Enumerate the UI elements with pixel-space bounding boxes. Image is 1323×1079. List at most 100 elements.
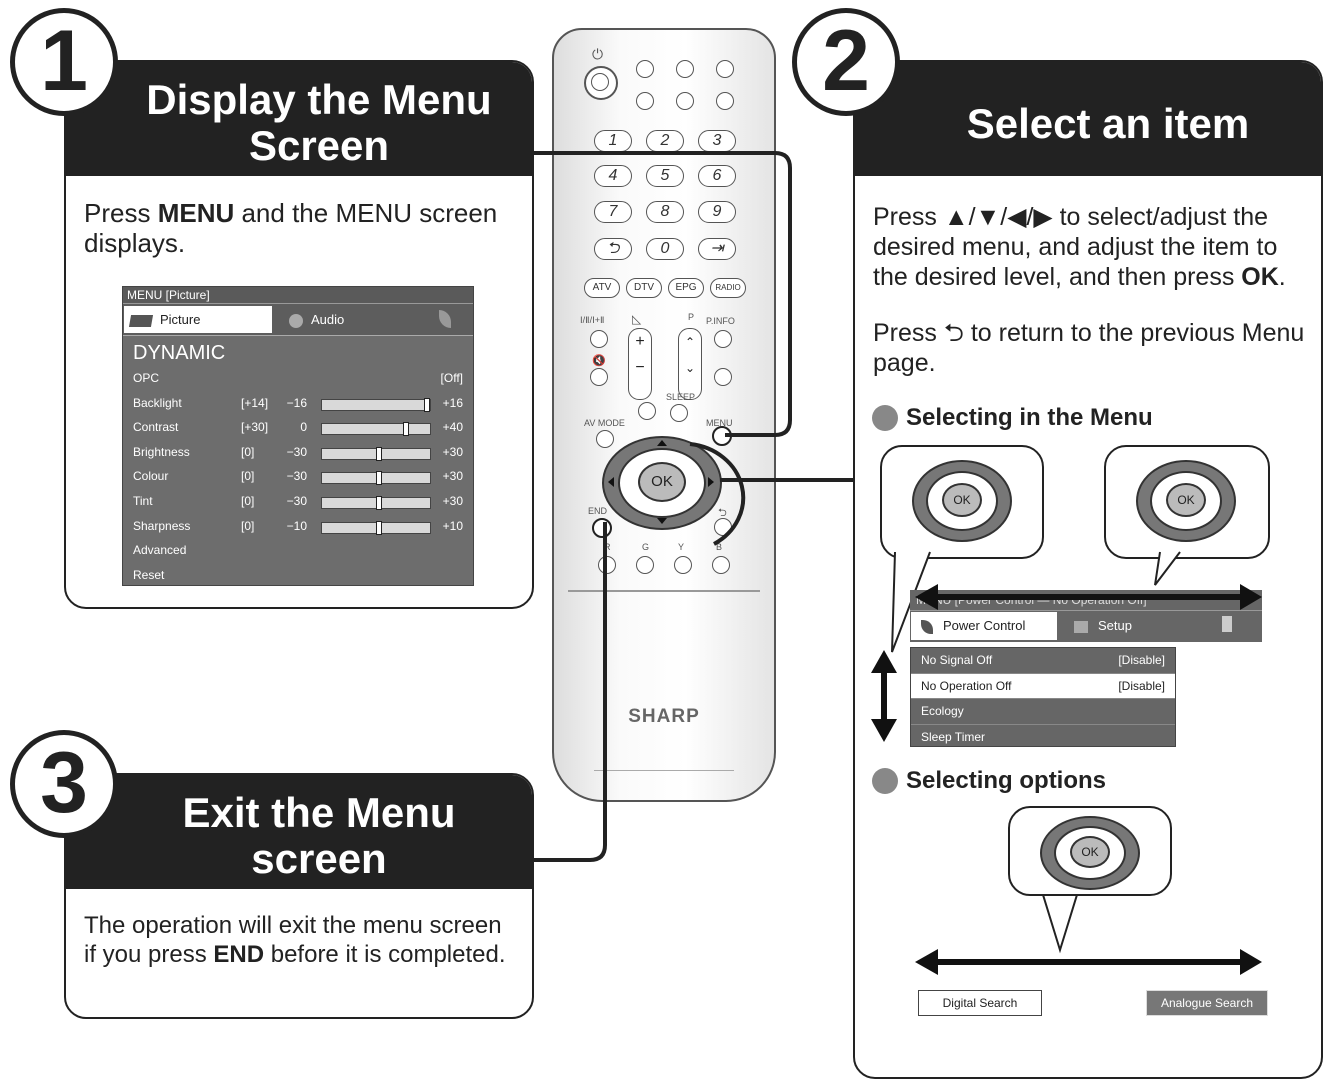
blue-button[interactable] — [712, 556, 730, 574]
green-button[interactable] — [636, 556, 654, 574]
channel-rocker[interactable]: ⌃⌄ — [678, 328, 702, 400]
menu-row[interactable]: Advanced — [123, 538, 473, 563]
teletext-button[interactable] — [636, 60, 654, 78]
menu-row-ecology[interactable]: Ecology — [911, 699, 1175, 725]
yellow-button[interactable] — [674, 556, 692, 574]
red-button[interactable] — [598, 556, 616, 574]
channel-label: P — [688, 312, 695, 322]
audio-mode-button[interactable] — [590, 330, 608, 348]
number-button-7[interactable]: 7 — [594, 201, 632, 223]
right-arrow-icon — [708, 477, 714, 487]
wide-button[interactable] — [638, 402, 656, 420]
menu-row-label: Reset — [133, 567, 165, 582]
menu-header: MENU [Picture] — [123, 287, 473, 304]
slider-knob[interactable] — [376, 495, 382, 510]
number-button-3[interactable]: 3 — [698, 130, 736, 152]
size-button[interactable] — [716, 92, 734, 110]
level-slider[interactable] — [321, 397, 431, 412]
sleep-button[interactable] — [670, 404, 688, 422]
level-slider[interactable] — [321, 520, 431, 535]
remote-brand: SHARP — [628, 706, 700, 727]
menu-tabs: Picture Audio — [123, 304, 473, 335]
hold-button[interactable] — [636, 92, 654, 110]
setup-icon — [1074, 620, 1088, 633]
av-mode-label: AV MODE — [584, 418, 625, 428]
level-slider[interactable] — [321, 422, 431, 437]
level-slider[interactable] — [321, 495, 431, 510]
step1-title-line2: Screen — [248, 122, 390, 169]
number-button-8[interactable]: 8 — [646, 201, 684, 223]
tab-power-control[interactable]: Power Control — [911, 612, 1057, 640]
step3-title-line2: screen — [251, 835, 387, 882]
subtitle-toggle-button[interactable] — [714, 368, 732, 386]
menu-row[interactable]: Brightness[0]−30+30 — [123, 440, 473, 465]
reveal-button[interactable] — [676, 60, 694, 78]
menu-row-no-signal-off[interactable]: No Signal Off[Disable] — [911, 648, 1175, 674]
number-button-9[interactable]: 9 — [698, 201, 736, 223]
level-slider[interactable] — [321, 471, 431, 486]
dtv-button[interactable]: DTV — [626, 278, 662, 298]
menu-row-max: +16 — [442, 395, 463, 410]
slider-knob[interactable] — [403, 422, 409, 437]
analogue-search-button[interactable]: Analogue Search — [1146, 990, 1268, 1016]
slider-knob[interactable] — [376, 446, 382, 461]
menu-row-sleep-timer[interactable]: Sleep Timer — [921, 729, 986, 744]
volume-rocker[interactable]: +− — [628, 328, 652, 400]
mute-button[interactable] — [590, 368, 608, 386]
tab-picture[interactable]: Picture — [124, 306, 272, 333]
tab-setup[interactable]: Setup — [1070, 612, 1220, 640]
menu-row[interactable]: Contrast[+30]0+40 — [123, 415, 473, 440]
number-button-6[interactable]: 6 — [698, 165, 736, 187]
atv-button[interactable]: ATV — [584, 278, 620, 298]
step2-text2: Press ⮌ to return to the previous Menu p… — [873, 319, 1305, 377]
slider-knob[interactable] — [376, 471, 382, 486]
ok-button[interactable]: OK — [638, 462, 686, 502]
digital-search-button[interactable]: Digital Search — [918, 990, 1042, 1016]
number-button-1[interactable]: 1 — [594, 130, 632, 152]
return-button[interactable] — [714, 518, 732, 536]
dpad-updown-icon: OK — [912, 460, 1012, 542]
picture-mode: DYNAMIC — [123, 335, 473, 366]
menu-row-no-operation-off[interactable]: No Operation Off[Disable] — [911, 673, 1175, 699]
menu-button[interactable] — [712, 426, 732, 446]
step2-title: Select an item — [966, 100, 1250, 147]
red-label: R — [604, 542, 611, 552]
menu-row[interactable]: Reset — [123, 563, 473, 588]
end-button[interactable] — [592, 518, 612, 538]
number-button-2[interactable]: 2 — [646, 130, 684, 152]
dpad-options-icon: OK — [1040, 816, 1140, 890]
step1-title-line1: Display the Menu — [146, 76, 492, 123]
input-button[interactable]: ⇥ — [698, 238, 736, 260]
number-button-0[interactable]: 0 — [646, 238, 684, 260]
remote-divider — [568, 590, 760, 592]
radio-button[interactable]: RADIO — [710, 278, 746, 298]
menu-row-min: −10 — [286, 518, 307, 533]
subtitle-button[interactable] — [716, 60, 734, 78]
slider-knob[interactable] — [376, 520, 382, 535]
menu-row[interactable]: Backlight[+14]−16+16 — [123, 391, 473, 416]
step2-header: Select an item — [855, 62, 1321, 176]
section-selecting-menu: Selecting in the Menu — [906, 404, 1153, 431]
tab-audio[interactable]: Audio — [283, 306, 433, 333]
flashback-button[interactable]: ⮌ — [594, 238, 632, 260]
menu-row-min: −16 — [286, 395, 307, 410]
tv-icon — [128, 314, 154, 327]
remote-dpad[interactable]: OK — [602, 436, 722, 530]
number-button-4[interactable]: 4 — [594, 165, 632, 187]
number-button-5[interactable]: 5 — [646, 165, 684, 187]
menu-row-max: +30 — [442, 469, 463, 484]
epg-button[interactable]: EPG — [668, 278, 704, 298]
level-slider[interactable] — [321, 446, 431, 461]
pinfo-button[interactable] — [714, 330, 732, 348]
step3-number: 3 — [10, 730, 118, 838]
menu-row[interactable]: OPC[Off] — [123, 366, 473, 391]
step1-header: Display the Menu Screen — [66, 62, 532, 176]
menu-row[interactable]: Tint[0]−30+30 — [123, 489, 473, 514]
av-mode-button[interactable] — [596, 430, 614, 448]
slider-knob[interactable] — [423, 397, 430, 412]
subpage-button[interactable] — [676, 92, 694, 110]
power-button[interactable] — [584, 66, 618, 100]
menu-row[interactable]: Colour[0]−30+30 — [123, 464, 473, 489]
menu-row[interactable]: Sharpness[0]−10+10 — [123, 514, 473, 539]
menu-row-label: Advanced — [133, 543, 187, 558]
